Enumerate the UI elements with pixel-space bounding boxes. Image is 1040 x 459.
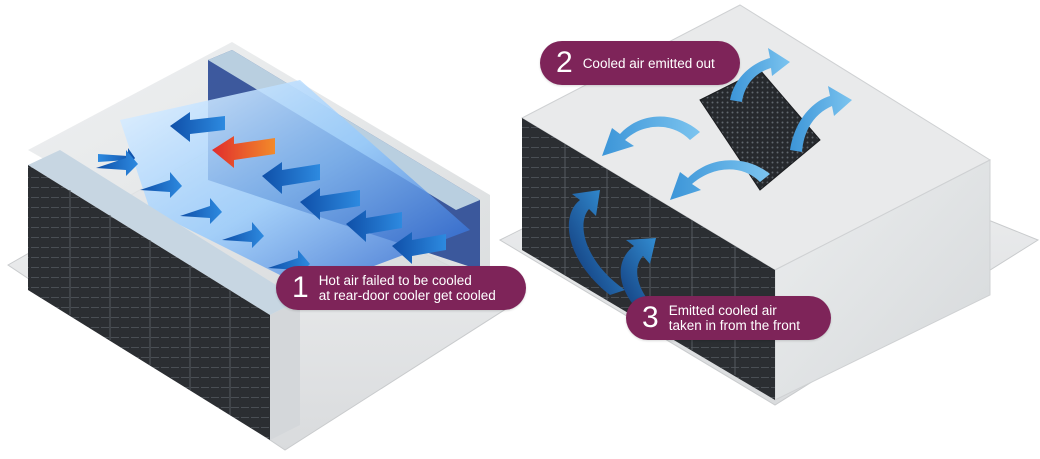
- arrow-left-blue: [346, 210, 402, 242]
- callout-number: 2: [556, 46, 573, 79]
- left-front-rack-row: [28, 150, 300, 440]
- callout-text: Hot air failed to be cooled at rear-door…: [319, 273, 496, 303]
- callout-line: Hot air failed to be cooled: [318, 273, 472, 288]
- arrow-right-blue: [180, 198, 222, 224]
- emitted-air-arrows: [602, 48, 852, 200]
- arrow-to-left: [670, 160, 770, 200]
- callout-cooled-air-out: 2 Cooled air emitted out: [540, 41, 740, 85]
- curved-intake-arrow: [620, 238, 675, 330]
- callout-text: Emitted cooled air taken in from the fro…: [669, 303, 800, 333]
- arrow-left-blue: [392, 232, 446, 264]
- curved-arrow-up-right: [790, 86, 852, 152]
- callout-number: 1: [292, 271, 309, 304]
- callout-line: Cooled air emitted out: [582, 55, 715, 71]
- arrow-left-blue: [170, 112, 225, 142]
- arrow-right-blue: [98, 148, 135, 168]
- hot-air-arrow: [212, 136, 275, 168]
- arrow-right-blue: [222, 222, 264, 248]
- left-scene: [7, 42, 522, 451]
- arrow-left-blue: [262, 162, 320, 194]
- callout-line: Emitted cooled air: [668, 303, 777, 318]
- callout-line: taken in from the front: [668, 318, 801, 333]
- arrow-right-blue: [96, 150, 138, 176]
- cool-air-arrows: [96, 112, 446, 276]
- cold-aisle-glow: [120, 80, 470, 290]
- callout-number: 3: [642, 301, 659, 334]
- curved-arrow-up-left: [730, 48, 790, 102]
- arrow-left-blue: [300, 188, 360, 220]
- curved-intake-arrow: [568, 190, 625, 295]
- arrow-to-left: [602, 116, 700, 156]
- callout-hot-air: 1 Hot air failed to be cooled at rear-do…: [276, 266, 526, 310]
- arrow-right-blue: [140, 172, 182, 198]
- callout-line: at rear-door cooler get cooled: [318, 288, 496, 303]
- callout-air-intake: 3 Emitted cooled air taken in from the f…: [626, 296, 831, 340]
- callout-text: Cooled air emitted out: [583, 56, 715, 71]
- intake-air-arrows: [568, 190, 675, 330]
